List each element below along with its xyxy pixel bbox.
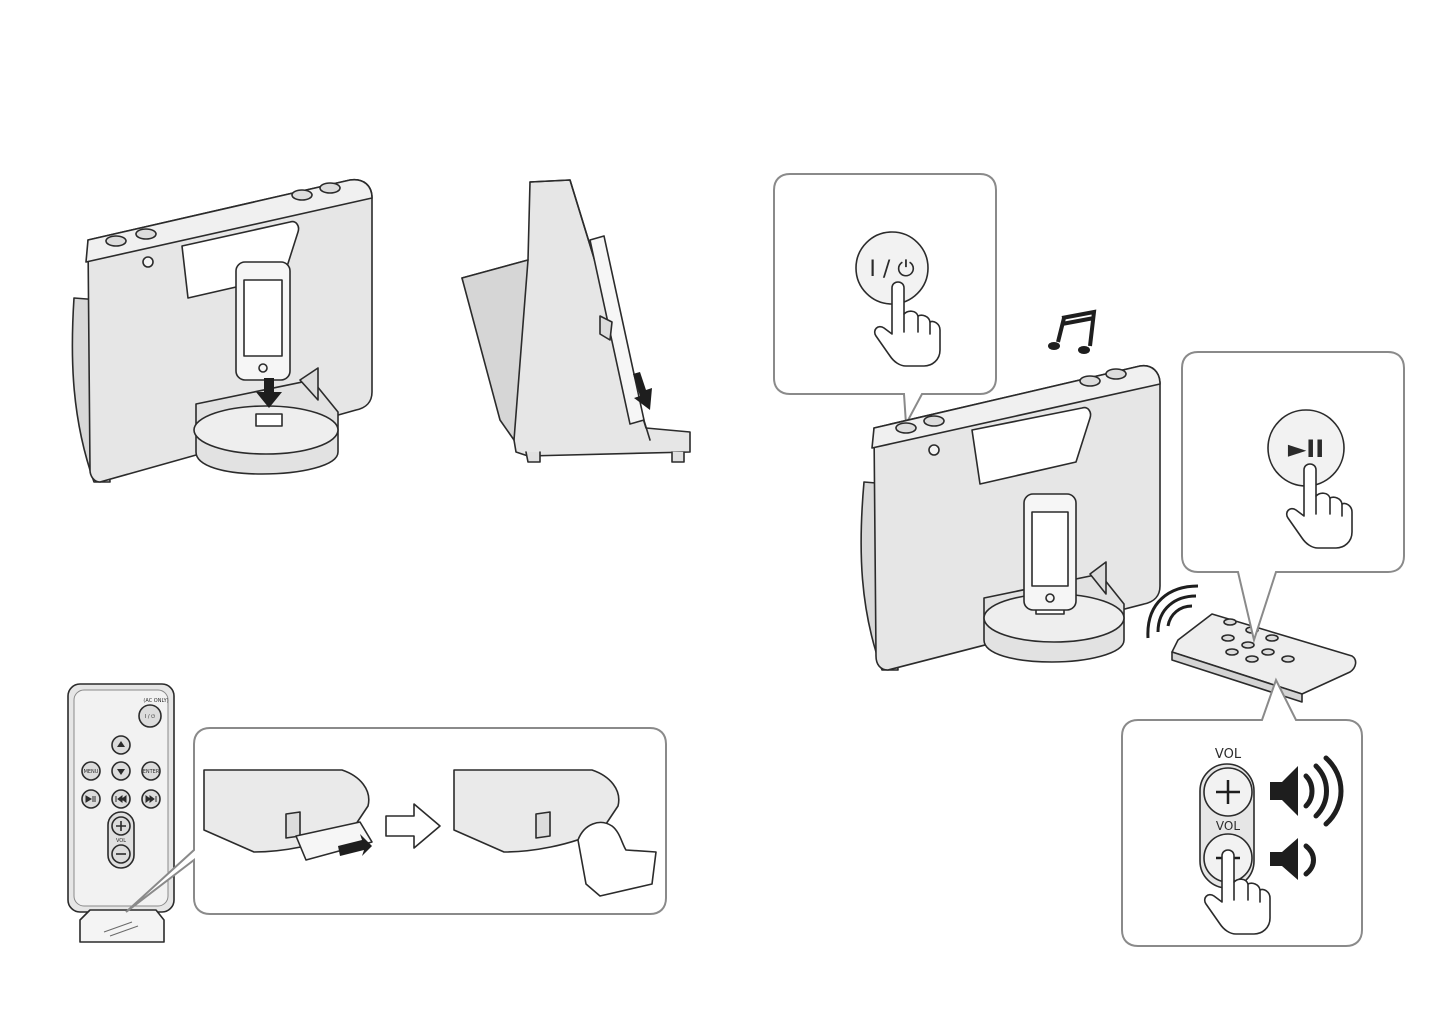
music-note-icon	[1048, 312, 1094, 354]
iphone-docked-icon	[1024, 494, 1076, 610]
svg-text:I / ⏻: I / ⏻	[869, 257, 914, 282]
svg-text:MENU: MENU	[84, 769, 99, 775]
remote-play-pause-button[interactable]	[82, 790, 100, 808]
remote-menu-button[interactable]: MENU	[82, 762, 100, 780]
remote-up-button[interactable]	[112, 736, 130, 754]
svg-text:►II: ►II	[1288, 435, 1324, 463]
remote-control-angled	[1172, 614, 1356, 702]
volume-callout: VOL VOL	[1122, 680, 1362, 946]
remote-previous-button[interactable]	[112, 790, 130, 808]
play-pause-callout: ►II	[1182, 352, 1404, 640]
remote-vol-label: VOL	[116, 838, 126, 844]
remote-enter-button[interactable]: ENTER	[142, 762, 160, 780]
vol-down-label: VOL	[1216, 819, 1240, 833]
speaker-side-view	[462, 180, 690, 462]
svg-text:ENTER: ENTER	[143, 769, 160, 775]
iphone-icon	[236, 262, 290, 380]
ac-only-label: (AC ONLY)	[143, 698, 168, 704]
svg-text:I / ⏻: I / ⏻	[145, 714, 155, 720]
remote-volume-up-button[interactable]	[112, 817, 130, 835]
vol-up-label: VOL	[1215, 747, 1242, 762]
battery-tab-callout	[126, 728, 666, 914]
power-callout: I / ⏻	[774, 174, 996, 424]
remote-power-button[interactable]: I / ⏻	[139, 705, 161, 727]
volume-up-button[interactable]	[1204, 768, 1252, 816]
remote-next-button[interactable]	[142, 790, 160, 808]
remote-volume-down-button[interactable]	[112, 845, 130, 863]
remote-control-front: (AC ONLY) I / ⏻ MENU ENTER	[68, 684, 174, 942]
remote-down-button[interactable]	[112, 762, 130, 780]
speaker-front-view	[72, 180, 372, 482]
